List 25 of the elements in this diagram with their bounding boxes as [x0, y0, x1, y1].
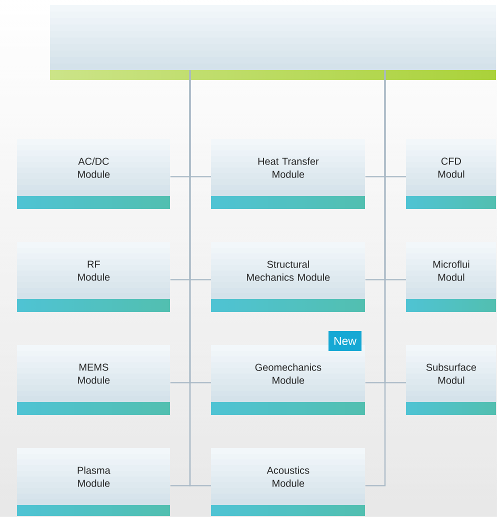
module-box: Microflui Modul	[406, 242, 496, 312]
connector-line	[189, 70, 386, 486]
module-box: Geomechanics Module	[211, 345, 365, 415]
node-label: Geomechanics Module	[255, 364, 322, 384]
module-box: Heat Transfer Module	[211, 139, 365, 209]
node-label: Acoustics Module	[266, 466, 310, 487]
node-label: RF Module	[78, 260, 110, 281]
module-box: MEMS Module	[17, 345, 170, 415]
node-label: CFD Modul	[438, 158, 464, 178]
node-label: Subsurface Modul	[426, 364, 476, 384]
module-box: Structural Mechanics Module	[211, 242, 365, 312]
module-box: Plasma Module	[17, 448, 170, 516]
module-box: Subsurface Modul	[406, 345, 496, 415]
node-label: Heat Transfer Module	[258, 158, 319, 178]
module-box: CFD Modul	[406, 139, 496, 209]
node-label: Structural Mechanics Module	[247, 260, 330, 281]
node-label: MEMS Module	[78, 364, 110, 384]
new-badge: New	[328, 331, 362, 351]
header-box	[50, 5, 496, 80]
node-label: Microflui Modul	[433, 260, 470, 281]
node-label: Plasma Module	[78, 466, 110, 487]
module-box: AC/DC Module	[17, 139, 170, 209]
module-box: Acoustics Module	[211, 448, 365, 516]
node-label: AC/DC Module	[78, 158, 110, 178]
module-box: RF Module	[17, 242, 170, 312]
